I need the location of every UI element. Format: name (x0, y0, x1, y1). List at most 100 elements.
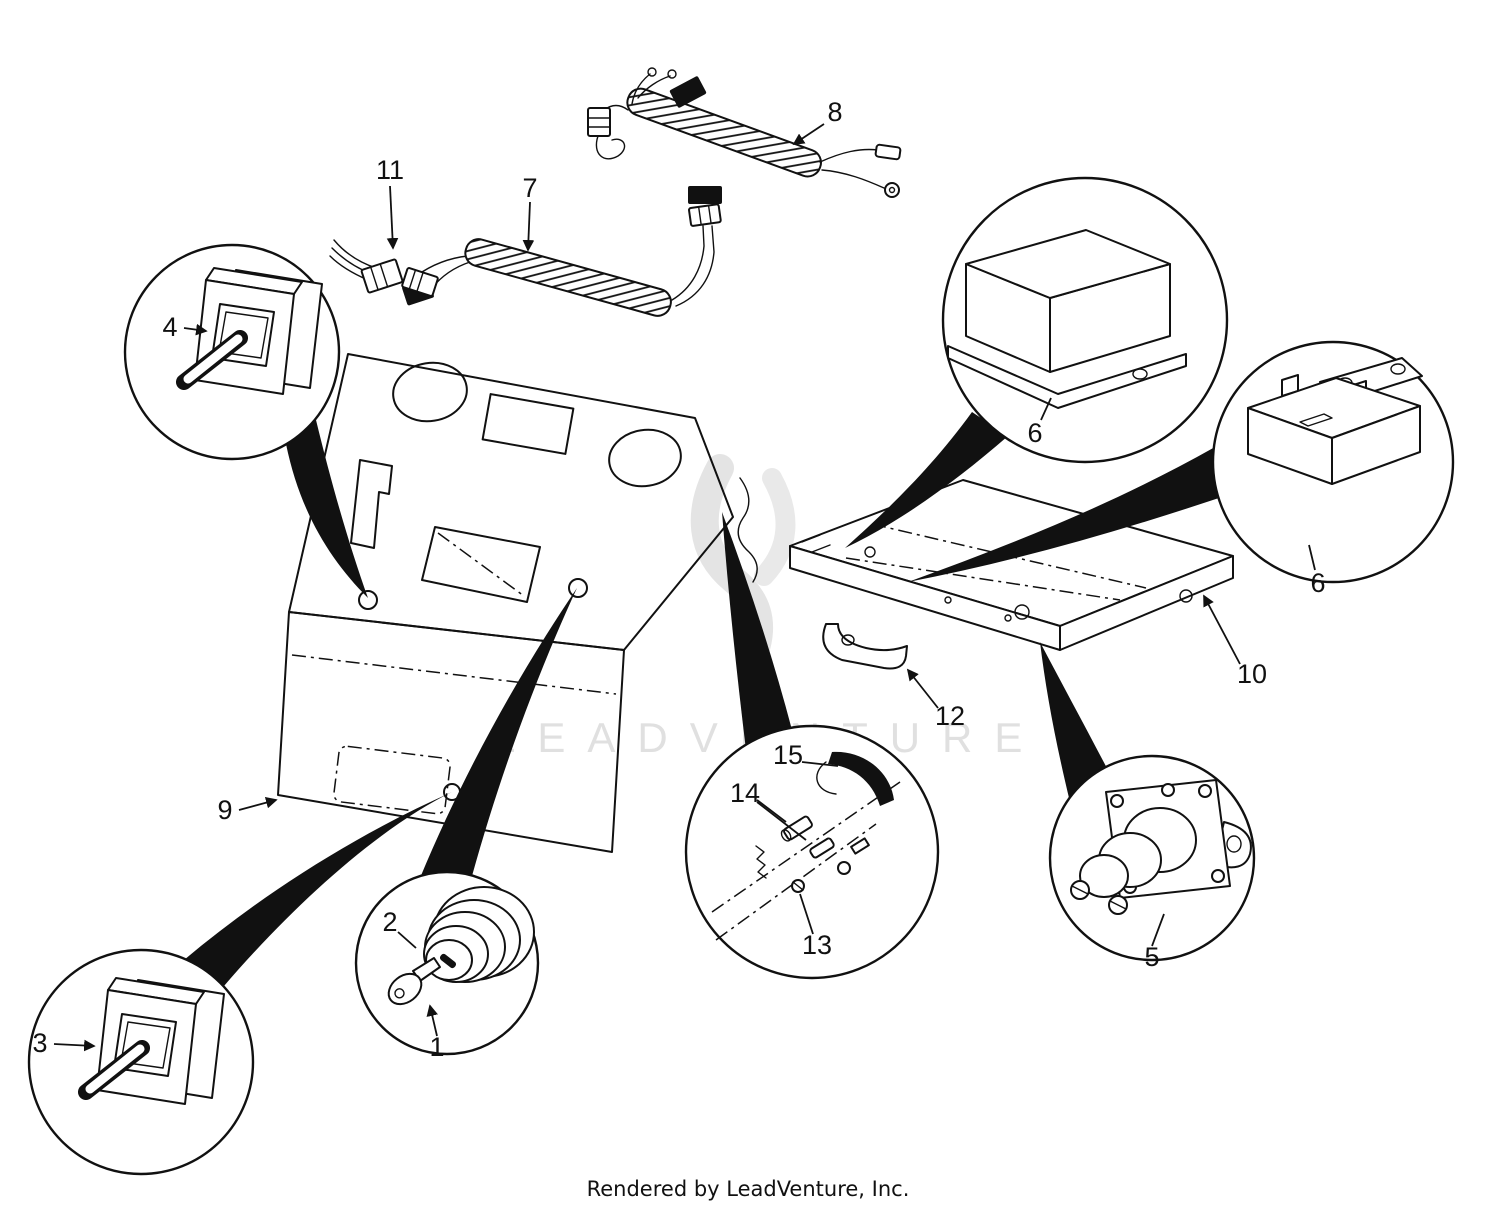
callouts: 1 2 3 4 5 6 6 7 8 9 10 11 12 13 14 15 (32, 97, 1325, 1062)
tray-hole-1 (1014, 604, 1030, 620)
terminal-sleeve-end (780, 829, 792, 842)
detail-circle-toggle-switch-upper (123, 243, 341, 461)
connector-pin-line (416, 271, 424, 293)
callout-leader-2 (397, 931, 417, 949)
plate-screw-1 (1110, 794, 1124, 808)
panel-front-cutout (333, 745, 451, 815)
plate-screw-2 (1198, 784, 1212, 798)
relay-bracket-hole-2 (1390, 363, 1406, 375)
tray-centerline-2 (845, 557, 1121, 601)
connector-pin-line (697, 206, 702, 226)
detail-circle-regulator (941, 176, 1229, 464)
callout-label-15: 15 (773, 740, 803, 770)
spade-terminal (874, 143, 902, 161)
harness8-side-connector (587, 107, 611, 137)
panel-top-face (288, 353, 734, 651)
panel-screw-hole-right (568, 578, 588, 598)
panel-cutout-rect (481, 393, 575, 455)
harness8-coiled-loom (626, 87, 822, 178)
panel-cutout-slot (350, 459, 393, 549)
callout-label-11: 11 (376, 155, 404, 185)
callout-leader-12 (906, 668, 939, 709)
ring-terminal (884, 182, 900, 198)
bracket-hole (841, 634, 855, 646)
callout-leader-1 (426, 1004, 438, 1037)
panel-hole-left (392, 361, 468, 423)
tray-end-face (1059, 555, 1234, 651)
toggle-switch-lower (86, 978, 224, 1104)
relay-side-face (1331, 405, 1421, 485)
callout-leader-5 (1151, 913, 1165, 947)
callout-label-8: 8 (827, 97, 842, 127)
connector-bit (850, 837, 870, 855)
regulator-base-plate (947, 345, 1187, 409)
tray-hole-2 (1179, 589, 1193, 603)
wire-harness-coiled (587, 67, 902, 198)
harness7-right-wires (671, 225, 715, 307)
wire-clip (828, 751, 894, 806)
callout-swoosh-solenoid (1040, 642, 1110, 802)
callout-leader-11 (386, 185, 399, 250)
panel-centerline (437, 532, 525, 597)
callout-label-13: 13 (802, 930, 832, 960)
callout-leader-9 (238, 796, 278, 811)
wire-ring-1 (647, 67, 657, 77)
key-slot (439, 953, 457, 969)
detail-circle-relay (1211, 340, 1455, 584)
tray-hole-5 (1004, 614, 1012, 622)
harness8-right-wires (819, 148, 885, 189)
callout-leader-8 (792, 123, 825, 145)
harness7-coiled-loom (464, 238, 672, 317)
spring (755, 845, 767, 879)
callout-leader-14b (756, 801, 807, 841)
callout-label-5: 5 (1144, 942, 1159, 972)
callout-label-7: 7 (522, 173, 537, 203)
connector-pin-line (707, 204, 712, 225)
relay-top-slot (1299, 413, 1333, 427)
detail-circle-solenoid (1048, 754, 1256, 962)
callout-label-6b: 6 (1310, 568, 1325, 598)
tray-notches (801, 534, 831, 553)
hardware-detail-parts (711, 751, 901, 941)
mounting-bracket (822, 623, 908, 670)
stud-facets (1071, 885, 1127, 910)
callout-leader-13 (799, 893, 814, 935)
callout-label-3: 3 (32, 1028, 47, 1058)
key-head-hole (394, 988, 405, 999)
connector-pin-line (379, 263, 389, 288)
harness8-wire-loop (595, 135, 626, 160)
callout-swoosh-toggle-lower (184, 792, 452, 986)
callout-swoosh-toggle-upper (286, 420, 368, 598)
console-panel (277, 353, 758, 853)
callout-swoosh-regulator (845, 412, 1008, 548)
connector-white-lower (688, 203, 722, 227)
callout-swoosh-hardware (722, 512, 792, 750)
hex-nut (837, 861, 851, 875)
panel-front-face (277, 611, 625, 853)
solenoid-ear-hole (1226, 835, 1242, 853)
regulator-flange-hole (1132, 368, 1148, 380)
callout-leader-7 (522, 201, 535, 252)
connector-pin-line (369, 266, 379, 291)
detail-circle-hardware (684, 724, 940, 980)
bracket-body (822, 623, 908, 670)
relay (1247, 357, 1423, 485)
callout-leader-3 (53, 1039, 96, 1052)
callout-leader-6a (1040, 397, 1052, 421)
ring-terminal-hole (888, 186, 896, 194)
wire-harness-dash (329, 186, 722, 317)
connector-pin-line (408, 269, 417, 290)
callout-label-1: 1 (429, 1032, 444, 1062)
callout-label-6a: 6 (1027, 418, 1042, 448)
callout-leader-10 (1203, 594, 1241, 665)
connector-plug-white (360, 258, 404, 294)
plate-screw-3 (1211, 869, 1225, 883)
tray-hole-3 (864, 546, 876, 558)
callout-label-14: 14 (730, 778, 760, 808)
callout-label-12: 12 (935, 701, 965, 731)
panel-hole-right (608, 428, 682, 488)
hardware-guide-line-2 (715, 823, 877, 941)
detail-circle-toggle-switch-lower (27, 948, 255, 1176)
